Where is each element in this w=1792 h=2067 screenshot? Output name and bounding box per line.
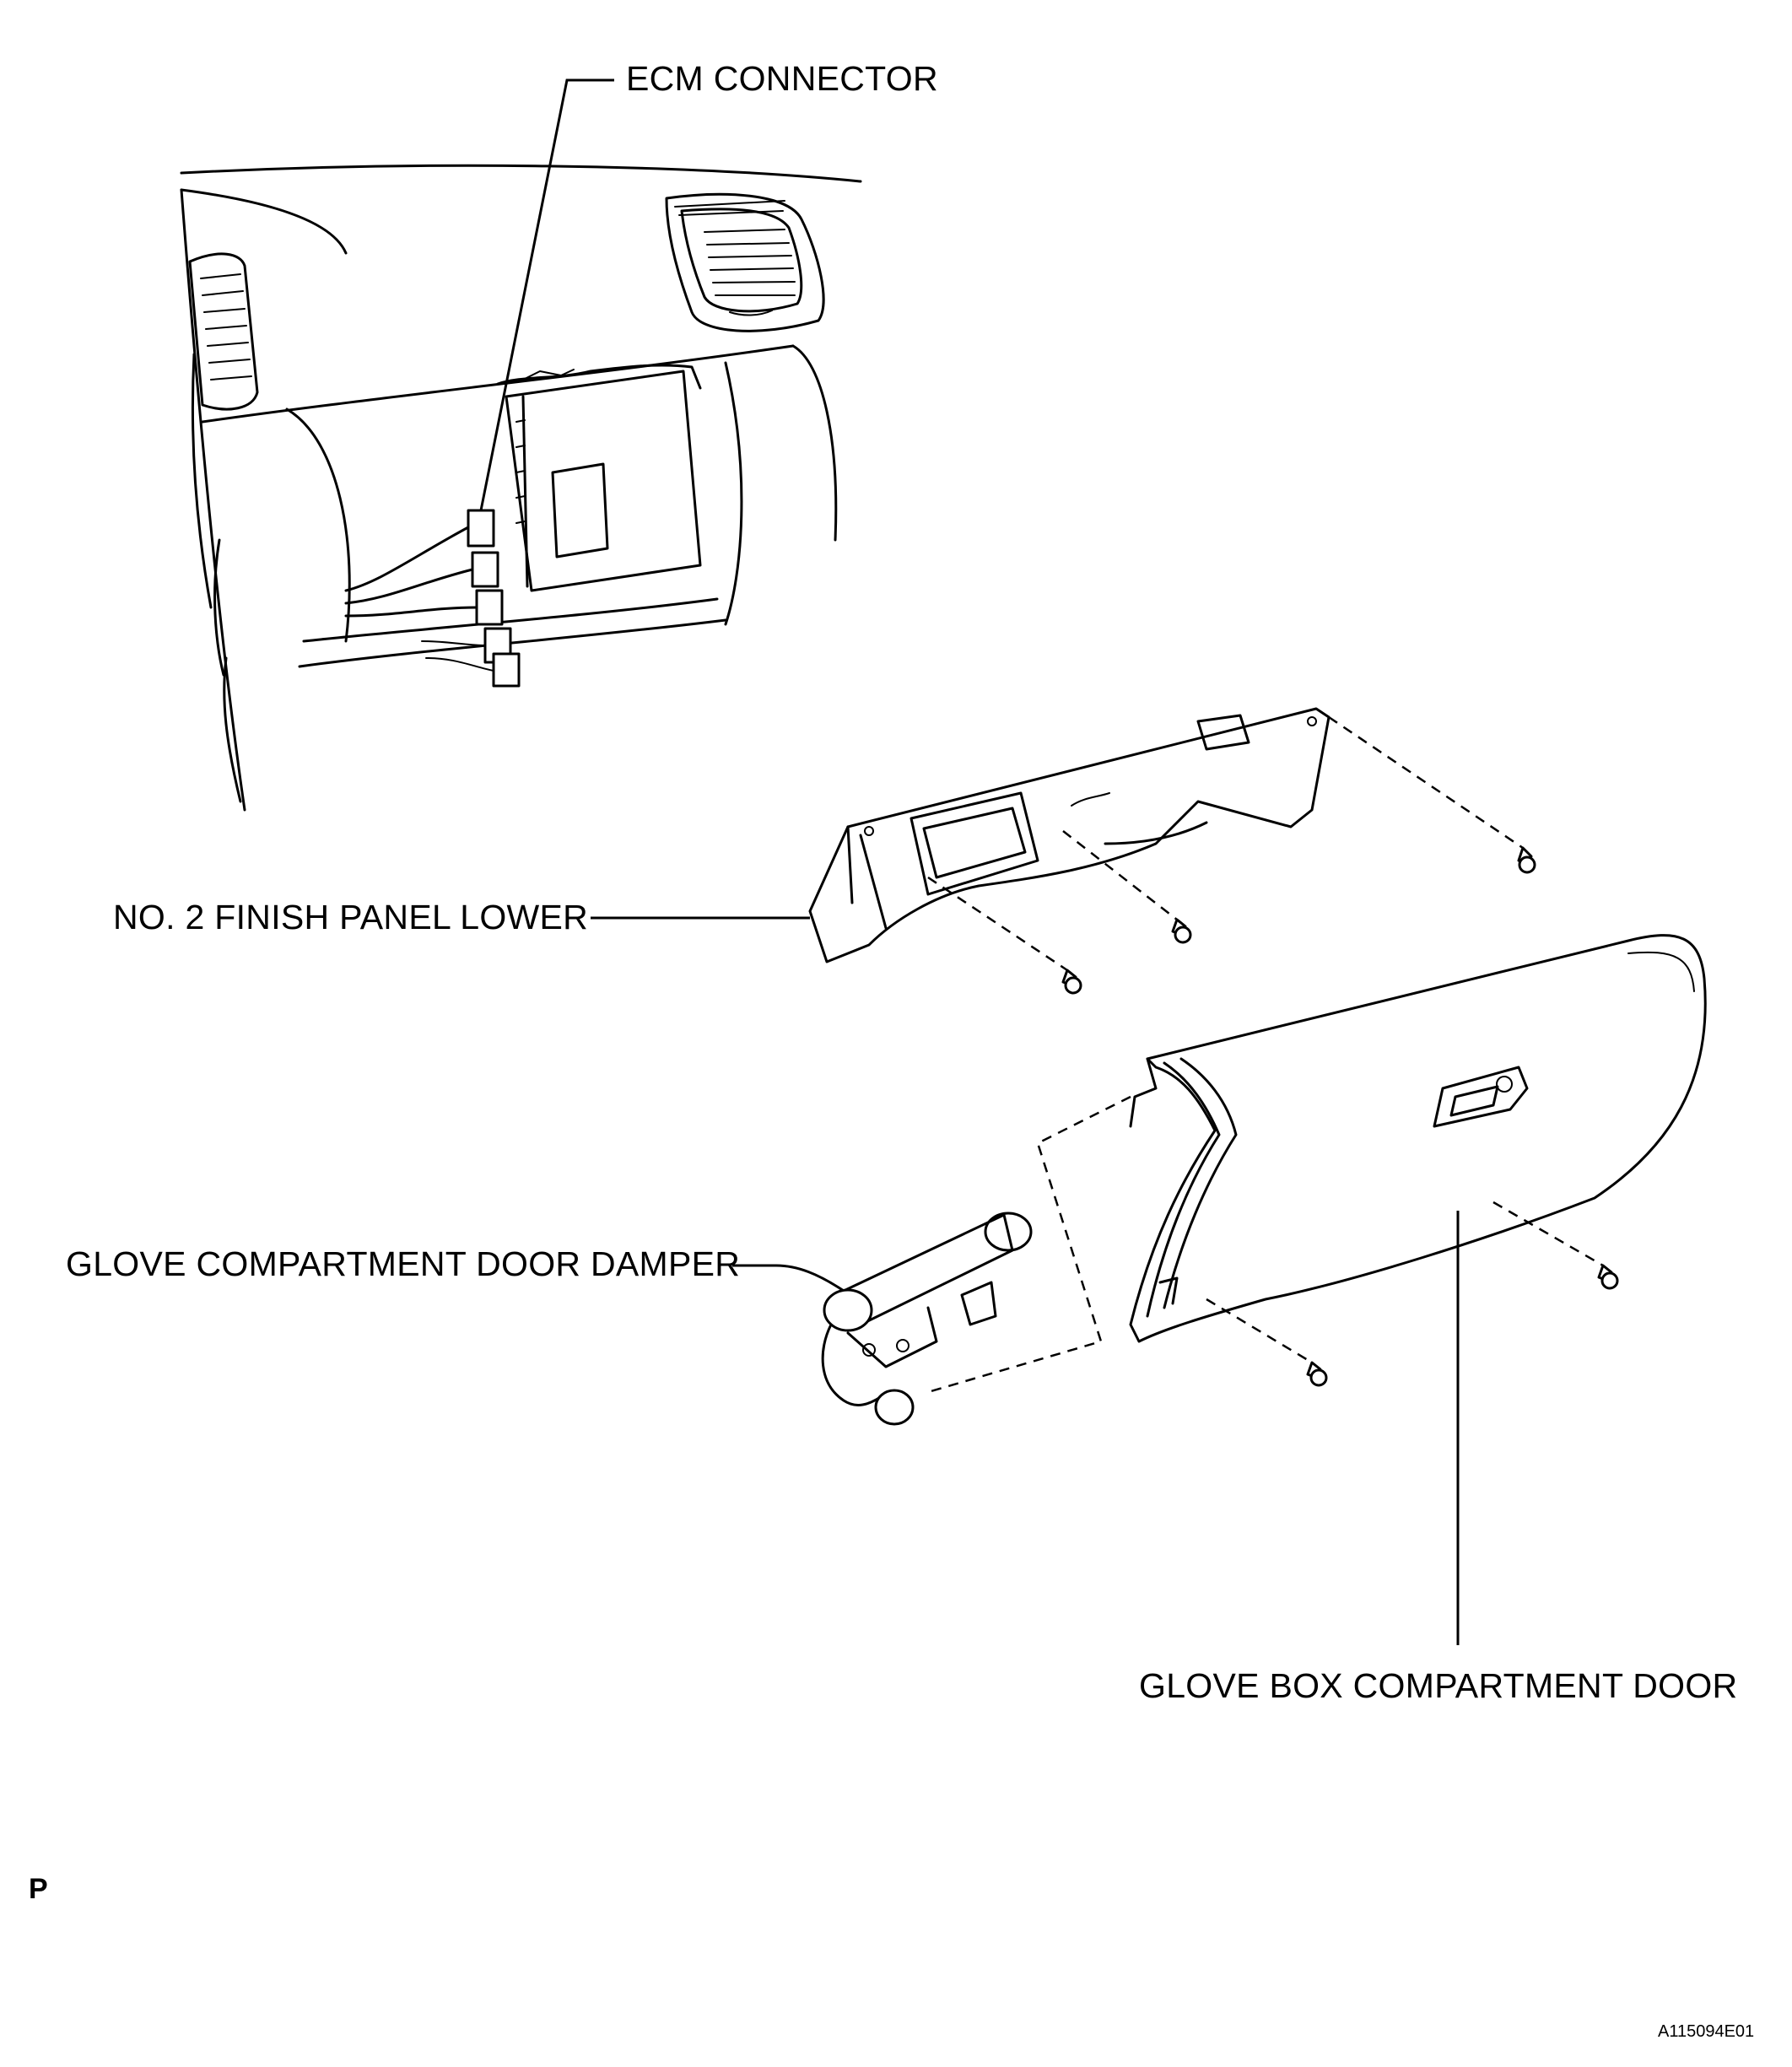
glove-box-door-label: GLOVE BOX COMPARTMENT DOOR xyxy=(1139,1666,1738,1705)
ecm-connectors xyxy=(344,509,521,688)
screws xyxy=(1061,846,1619,1387)
installation-lines xyxy=(927,715,1604,1394)
dashboard-illustration xyxy=(180,164,862,812)
corner-mark: P xyxy=(29,1873,48,1905)
door-damper-label: GLOVE COMPARTMENT DOOR DAMPER xyxy=(66,1244,741,1283)
door-damper xyxy=(821,1212,1033,1426)
passenger-air-vent xyxy=(665,192,825,332)
finish-panel-lower xyxy=(808,707,1331,963)
figure-id: A115094E01 xyxy=(1658,2022,1755,2041)
ecm-connector-label: ECM CONNECTOR xyxy=(626,59,938,98)
door-damper-leader xyxy=(732,1264,845,1293)
ecm-unit xyxy=(496,364,702,592)
left-air-vent xyxy=(188,252,259,411)
glove-box-door xyxy=(1129,934,1707,1343)
ecm-connector-leader xyxy=(479,78,614,511)
finish-panel-label: NO. 2 FINISH PANEL LOWER xyxy=(113,898,589,936)
